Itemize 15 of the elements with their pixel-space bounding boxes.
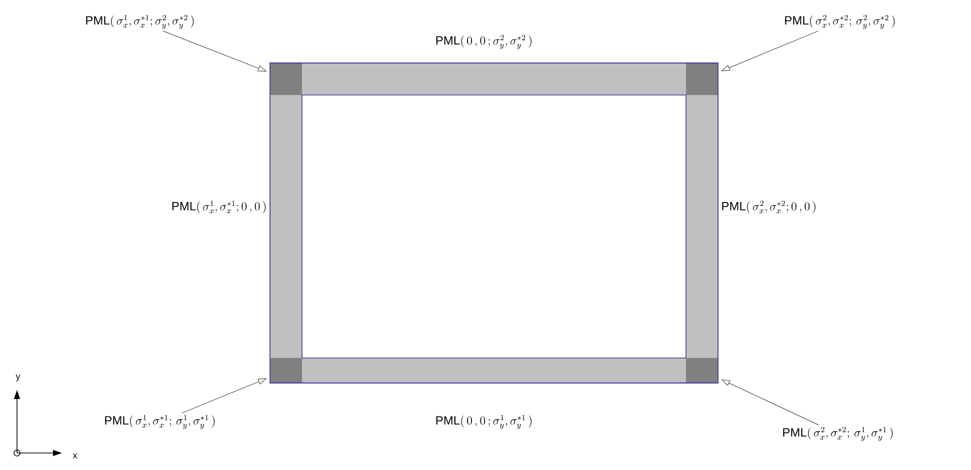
corner-square [270, 63, 302, 95]
pml-label: $\mathrm{PML}(\,\sigma_x^1,\sigma_x^{*1};0\,,0\,)$ [172, 200, 266, 214]
pml-label: $\mathrm{PML}(\,\sigma_x^1,\sigma_x^{*1};\sigma_y^2,\sigma_y^{*2}\,)$ [86, 14, 194, 30]
pml-label: $\mathrm{PML}(\,\sigma_x^2,\sigma_x^{*2};0\,,0\,)$ [722, 200, 816, 214]
corner-square [270, 358, 302, 383]
axis-label: x [72, 454, 78, 458]
pml-label: $\mathrm{PML}(\,\sigma_x^2,\sigma_x^{*2};\,\sigma_y^1,\sigma_y^{*1}\,)$ [783, 426, 893, 442]
corner-square [686, 358, 718, 383]
axis-label: y [16, 374, 20, 382]
pml-label: $\mathrm{PML}(\,0\,,0\,;\sigma_y^2,\sigma_y^{*2}\,)$ [436, 34, 532, 50]
pml-label: $\mathrm{PML}(\,0\,,0\,;\sigma_y^1,\sigma_y^{*1}\,)$ [436, 414, 532, 430]
pml-label: $\mathrm{PML}(\,\sigma_x^1,\sigma_x^{*1};\,\sigma_y^1,\sigma_y^{*1}\,)$ [105, 414, 215, 430]
domain-area [302, 94, 686, 358]
pml-label: $\mathrm{PML}(\,\sigma_x^2,\sigma_x^{*2};\,\sigma_y^2,\sigma_y^{*2}\,)$ [785, 14, 895, 30]
corner-square [686, 63, 718, 95]
